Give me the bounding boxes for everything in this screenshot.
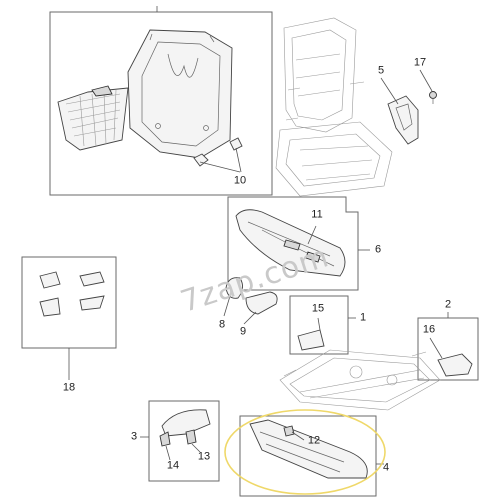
box-part-3	[148, 400, 220, 482]
callout-17: 17	[413, 56, 427, 69]
screw-17	[429, 91, 437, 104]
callout-5: 5	[377, 64, 385, 77]
leader-part-5	[380, 77, 399, 105]
callout-12: 12	[307, 434, 321, 447]
clip-10-b	[229, 137, 243, 151]
leader-part-12	[291, 431, 305, 441]
leader-part-10-b	[235, 147, 242, 173]
part-12-drawing	[249, 419, 368, 479]
box-seat-back	[49, 11, 273, 196]
callout-10: 10	[233, 174, 247, 187]
clip-10-a	[193, 153, 209, 167]
callout-15: 15	[311, 302, 325, 315]
callout-11: 11	[311, 208, 323, 221]
part-16-drawing	[437, 353, 473, 377]
side-cover-5-inner	[395, 103, 413, 131]
leader-part-13	[191, 443, 201, 453]
side-shield-6-drawing	[235, 209, 346, 277]
callout-9: 9	[239, 325, 247, 338]
callout-3: 3	[130, 430, 138, 443]
handle-9	[245, 291, 278, 315]
leader-part-15	[317, 317, 321, 331]
leader-part-16	[429, 337, 443, 359]
brackets-18-drawing	[39, 271, 105, 317]
callout-4: 4	[382, 461, 390, 474]
leader-part-8	[223, 295, 231, 317]
leader-part-17	[419, 69, 433, 92]
callout-18: 18	[62, 381, 76, 394]
callout-8: 8	[218, 318, 226, 331]
box-part-12	[239, 415, 377, 497]
part-15-drawing	[297, 329, 325, 351]
box-part-15	[289, 295, 349, 355]
callout-2: 2	[444, 298, 452, 311]
callout-1: 1	[359, 311, 367, 324]
seat-track-drawing	[279, 349, 441, 411]
side-cover-5	[387, 95, 419, 145]
callout-6: 6	[374, 243, 382, 256]
seat-back-panel-drawing	[127, 29, 233, 159]
leader-part-10-a	[199, 161, 241, 173]
leader-part-11	[307, 225, 317, 245]
seat-frame-drawing	[275, 17, 393, 197]
leader-part-14	[165, 445, 171, 461]
callout-13: 13	[197, 450, 211, 463]
callout-16: 16	[422, 323, 436, 336]
callout-14: 14	[166, 459, 180, 472]
lumbar-mesh-drawing	[57, 85, 129, 151]
highlight-ellipse	[224, 409, 386, 495]
part-3-drawing	[159, 409, 211, 447]
leader-part-9	[243, 311, 257, 325]
